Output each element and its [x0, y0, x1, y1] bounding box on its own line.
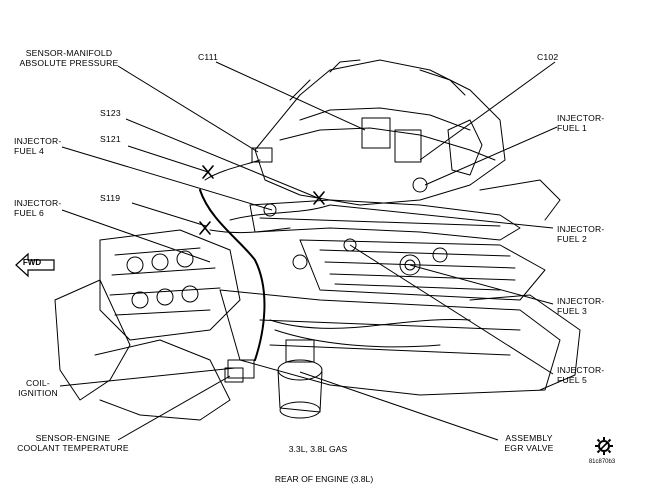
engine-subtitle: 3.3L, 3.8L GAS	[288, 444, 348, 454]
label-s119: S119	[100, 193, 121, 203]
label-s123: S123	[100, 108, 121, 118]
label-c111: C111	[198, 52, 219, 62]
fwd-label: FWD	[22, 258, 42, 267]
label-injector-fuel-6: INJECTOR- FUEL 6	[14, 198, 62, 218]
label-coil-ignition: COIL- IGNITION	[18, 378, 58, 398]
gear-icon	[595, 437, 613, 455]
figure-caption: REAR OF ENGINE (3.8L)	[274, 474, 374, 484]
label-s121: S121	[100, 134, 121, 144]
label-injector-fuel-5: INJECTOR- FUEL 5	[557, 365, 605, 385]
label-sensor-ect: SENSOR-ENGINE COOLANT TEMPERATURE	[17, 433, 129, 453]
label-egr-valve: ASSEMBLY EGR VALVE	[504, 433, 554, 453]
label-injector-fuel-2: INJECTOR- FUEL 2	[557, 224, 605, 244]
label-sensor-map: SENSOR-MANIFOLD ABSOLUTE PRESSURE	[19, 48, 119, 68]
label-c102: C102	[537, 52, 559, 62]
label-injector-fuel-4: INJECTOR- FUEL 4	[14, 136, 62, 156]
label-injector-fuel-3: INJECTOR- FUEL 3	[557, 296, 605, 316]
figure-code: 81c870b3	[588, 459, 616, 465]
label-injector-fuel-1: INJECTOR- FUEL 1	[557, 113, 605, 133]
fwd-arrow-icon	[15, 252, 55, 278]
